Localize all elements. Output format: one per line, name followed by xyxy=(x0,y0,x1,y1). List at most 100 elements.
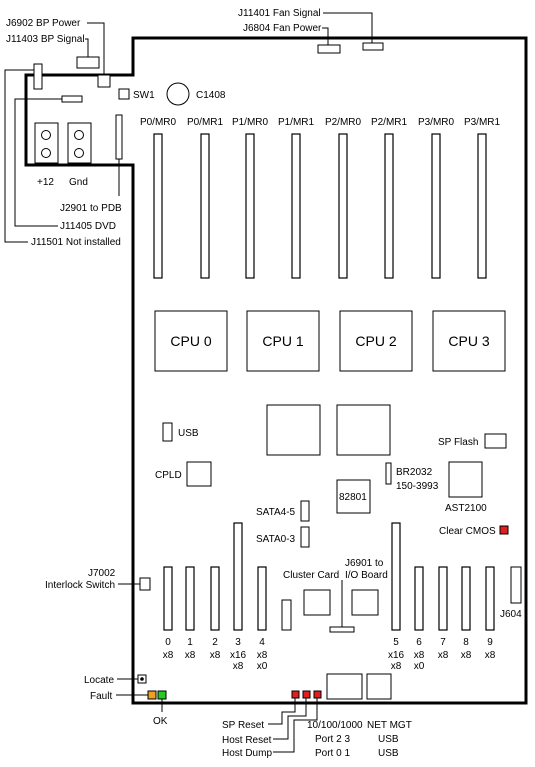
pcie-slot-number: 1 xyxy=(187,637,193,648)
pcie-slot-number: 8 xyxy=(463,637,469,648)
host-dump-button[interactable] xyxy=(313,690,322,699)
pcie-slot-number: 6 xyxy=(416,637,422,648)
pcie-slot-width: x8 xyxy=(414,650,425,661)
j6901-desc: I/O Board xyxy=(345,570,388,581)
usb-label: USB xyxy=(178,428,199,439)
j11403-connector xyxy=(76,56,100,69)
dimm-slot xyxy=(200,133,210,279)
mgt-label-3: USB xyxy=(378,748,399,759)
cpu-label: CPU 0 xyxy=(170,333,211,349)
pcie-slot-width-alt: x8 xyxy=(391,661,402,672)
pcie-slot-width: x8 xyxy=(163,650,174,661)
bp-signal-leader xyxy=(85,38,89,57)
j2901-label: J2901 to PDB xyxy=(60,203,122,214)
pcie-slot-width-alt: x0 xyxy=(257,661,268,672)
chip-82801 xyxy=(336,479,371,514)
br2032-label: BR2032 xyxy=(396,467,433,478)
pcie-slot xyxy=(461,566,471,631)
net-label-2: Port 2 3 xyxy=(315,734,350,745)
sw1-label: SW1 xyxy=(133,90,155,101)
j11401-connector xyxy=(362,42,384,51)
fault-led xyxy=(147,690,157,700)
sp-reset-leader xyxy=(268,698,296,725)
pcie-slot xyxy=(233,522,243,631)
sata03-connector xyxy=(300,526,310,548)
pcie-slot-width: x8 xyxy=(257,650,268,661)
cpld-chip xyxy=(186,461,212,487)
pcie-slot-width-alt: x8 xyxy=(233,661,244,672)
pcie-slot xyxy=(391,522,401,631)
ast2100-chip xyxy=(448,461,483,498)
pcie-slot-number: 7 xyxy=(440,637,446,648)
dimm-slot xyxy=(245,133,255,279)
cpu-label: CPU 3 xyxy=(448,333,489,349)
cpld-label: CPLD xyxy=(155,470,182,481)
dimm-slot xyxy=(153,133,163,279)
dimm-slot-label: P2/MR0 xyxy=(325,117,362,128)
pcie-slot xyxy=(185,566,195,631)
dimm-slot-label: P0/MR1 xyxy=(187,117,224,128)
net-port-connector xyxy=(326,673,363,700)
pcie-slot-width: x8 xyxy=(485,650,496,661)
dimm-slot xyxy=(384,133,394,279)
j6901-label: J6901 to xyxy=(345,558,384,569)
ok-led xyxy=(157,690,167,700)
cpu-socket xyxy=(154,310,228,372)
clear-cmos-label: Clear CMOS xyxy=(439,526,496,537)
pcie-slot xyxy=(414,566,424,631)
j6901-connector xyxy=(329,626,355,633)
j604-connector xyxy=(510,566,522,604)
cluster-card-label: Cluster Card xyxy=(283,570,339,581)
pcie-slot xyxy=(485,566,495,631)
locate-led-dot xyxy=(140,677,144,681)
j7002-label: J7002 xyxy=(88,568,116,579)
bp-signal-label: J11403 BP Signal xyxy=(6,34,85,45)
pcie-slot-width: x8 xyxy=(461,650,472,661)
j2901-connector xyxy=(115,114,123,160)
c1408-label: C1408 xyxy=(196,90,226,101)
pcie-slot-number: 9 xyxy=(487,637,493,648)
ast2100-label: AST2100 xyxy=(445,503,487,514)
clear-cmos-jumper[interactable] xyxy=(499,525,509,535)
sw1-switch xyxy=(118,88,130,100)
chipset-right xyxy=(336,404,391,456)
host-dump-leader xyxy=(273,698,318,753)
pcie-slot-number: 0 xyxy=(165,637,171,648)
br2032-partnum: 150-3993 xyxy=(396,481,439,492)
sp-reset-button[interactable] xyxy=(291,690,300,699)
pcie-slot-number: 2 xyxy=(212,637,218,648)
host-reset-label: Host Reset xyxy=(222,735,272,746)
sata45-label: SATA4-5 xyxy=(256,507,296,518)
battery-holder xyxy=(385,462,392,485)
host-reset-button[interactable] xyxy=(302,690,311,699)
sp-flash-chip xyxy=(484,433,507,449)
mgt-label-2: USB xyxy=(378,734,399,745)
pcie-slot-width: x8 xyxy=(438,650,449,661)
board-outline xyxy=(24,36,528,705)
pcie-slot-number: 5 xyxy=(393,637,399,648)
net-label-1: 10/100/1000 xyxy=(307,720,363,731)
plus12-terminal xyxy=(34,122,59,164)
pcie-slot-width: x8 xyxy=(185,650,196,661)
j11501-leader xyxy=(4,69,34,243)
locate-label: Locate xyxy=(84,675,114,686)
dimm-slot xyxy=(431,133,441,279)
cpu-socket xyxy=(246,310,320,372)
bp-power-label: J6902 BP Power xyxy=(6,18,81,29)
dimm-slot-label: P2/MR1 xyxy=(371,117,408,128)
plus12-label: +12 xyxy=(37,177,54,188)
cpu-label: CPU 2 xyxy=(355,333,396,349)
host-reset-leader xyxy=(273,698,307,740)
dimm-slot xyxy=(338,133,348,279)
j7002-desc: Interlock Switch xyxy=(45,580,115,591)
mgt-port-connector xyxy=(366,673,392,700)
j11405-leader xyxy=(14,98,62,227)
pcie-slot xyxy=(257,566,267,631)
pcie-slot xyxy=(438,566,448,631)
plus12-screw-bottom xyxy=(41,148,51,158)
chip-82801-label: 82801 xyxy=(339,492,367,503)
